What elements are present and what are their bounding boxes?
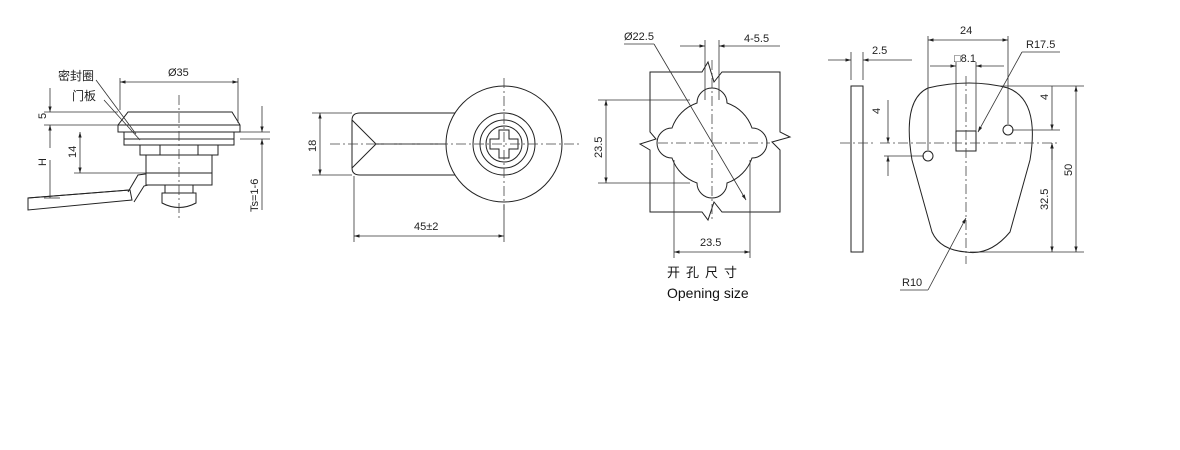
- opening-view: Ø22.5 4-5.5 23.5 23.5 开孔尺寸 Opening size: [593, 31, 792, 301]
- dim-height-23-5: 23.5: [593, 137, 605, 158]
- phillips-slot-icon: [489, 129, 519, 159]
- label-seal-ring: 密封圈: [58, 68, 94, 83]
- dim-square-8-1: □8.1: [954, 53, 976, 65]
- dim-width-23-5: 23.5: [700, 237, 721, 249]
- dim-diameter-22-5: Ø22.5: [624, 31, 654, 43]
- dim-4-right: 4: [1039, 94, 1051, 100]
- dim-18: 18: [307, 140, 319, 152]
- plate-view: 2.5 24 □8.1 R17.5 4 4 50 32.5 R10: [828, 25, 1084, 291]
- dim-14: 14: [67, 146, 79, 158]
- dim-5: 5: [37, 113, 49, 119]
- dim-radius-17-5: R17.5: [1026, 39, 1055, 51]
- plate-edge: [850, 85, 864, 253]
- dim-4-left: 4: [871, 108, 883, 114]
- dim-thickness-2-5: 2.5: [872, 45, 887, 57]
- dim-32-5: 32.5: [1039, 189, 1051, 210]
- side-view: 密封圈 门板 Ø35 5 14 H Ts=1-6: [27, 67, 270, 220]
- caption-en: Opening size: [667, 285, 749, 301]
- cam-plate: [908, 82, 1033, 254]
- dim-diameter-35: Ø35: [168, 67, 189, 79]
- panel-sheet: [638, 60, 792, 222]
- door-panel-left: [27, 189, 133, 211]
- dim-45: 45±2: [414, 221, 438, 233]
- dim-radius-10: R10: [902, 277, 922, 289]
- dim-ts: Ts=1-6: [249, 179, 261, 212]
- label-door-panel: 门板: [72, 88, 96, 103]
- dim-key-width: 4-5.5: [744, 33, 769, 45]
- screw-head: [161, 192, 197, 208]
- dim-h: H: [37, 158, 49, 166]
- caption-cn: 开孔尺寸: [667, 266, 743, 281]
- dim-width-24: 24: [960, 25, 972, 37]
- dim-50: 50: [1063, 164, 1075, 176]
- cam-view: 18 45±2: [307, 78, 580, 242]
